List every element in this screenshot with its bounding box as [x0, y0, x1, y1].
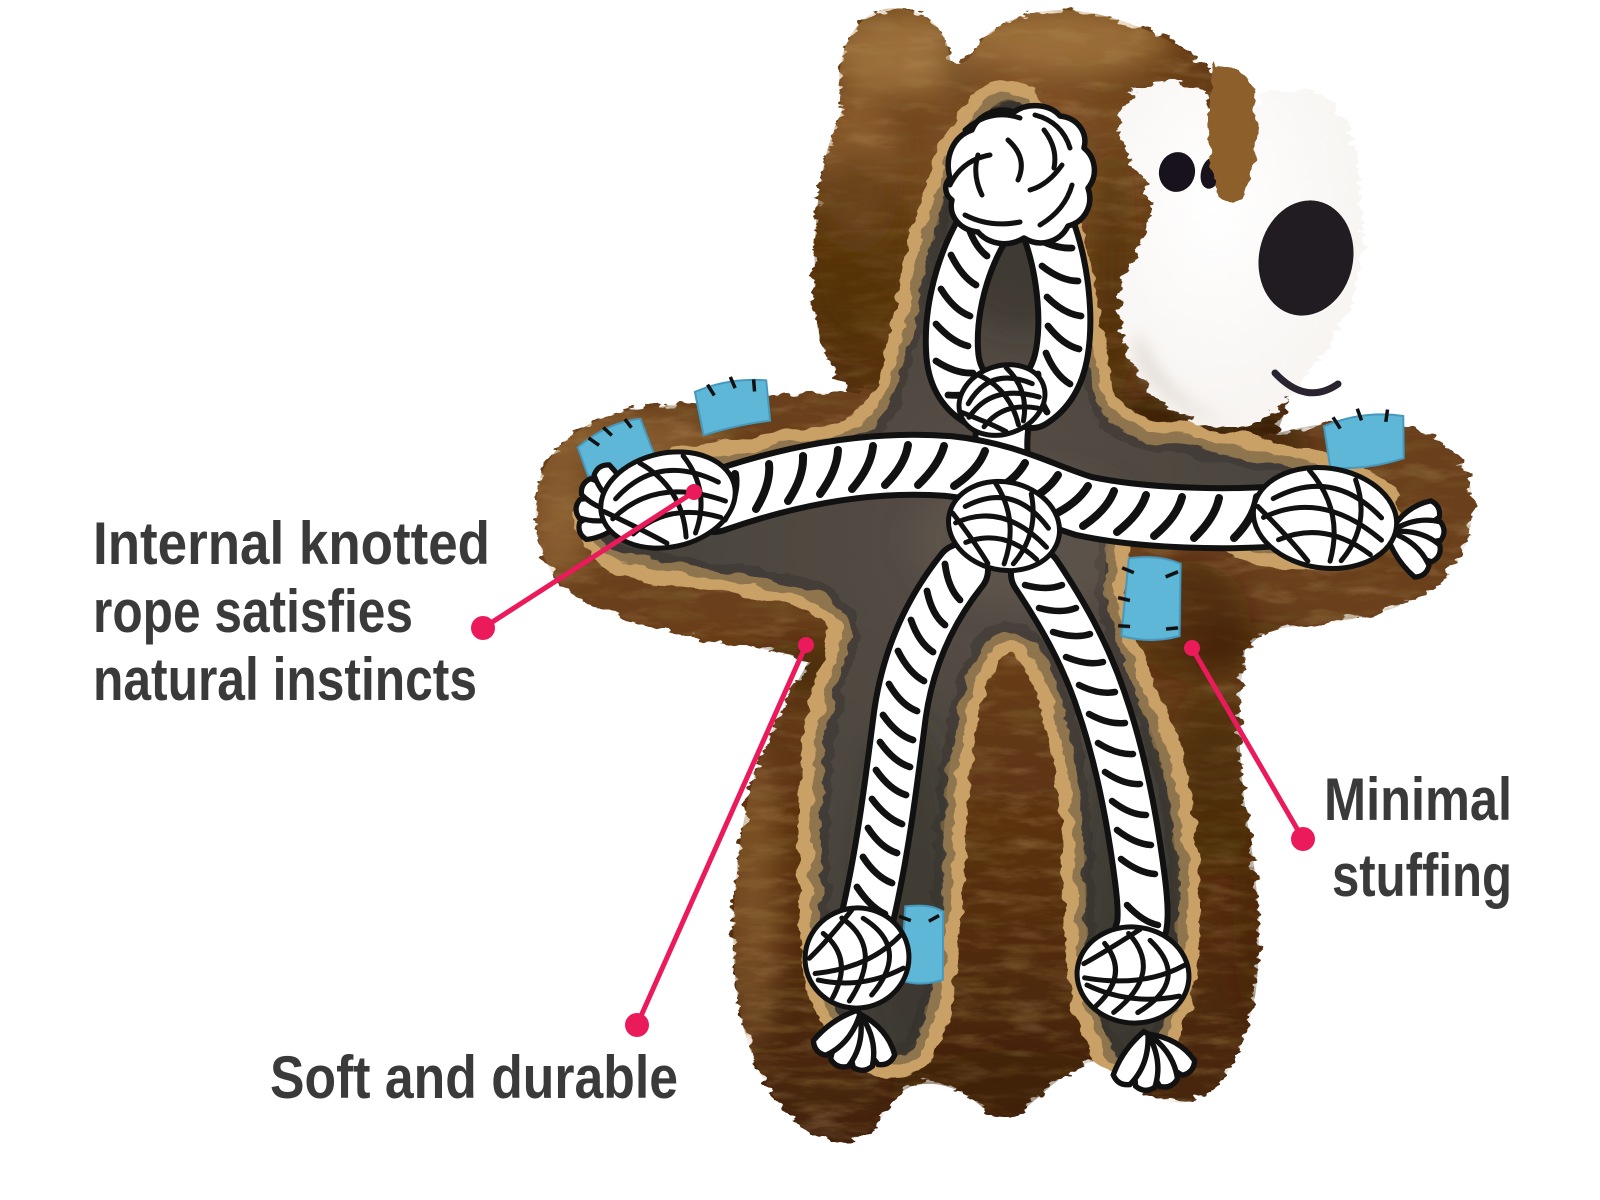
- svg-text:Minimal: Minimal: [1324, 766, 1512, 833]
- svg-text:stuffing: stuffing: [1332, 842, 1512, 909]
- svg-text:Internal knotted: Internal knotted: [93, 510, 490, 577]
- svg-text:natural instincts: natural instincts: [93, 646, 477, 713]
- svg-text:Soft and durable: Soft and durable: [270, 1044, 678, 1111]
- svg-text:rope satisfies: rope satisfies: [93, 578, 413, 645]
